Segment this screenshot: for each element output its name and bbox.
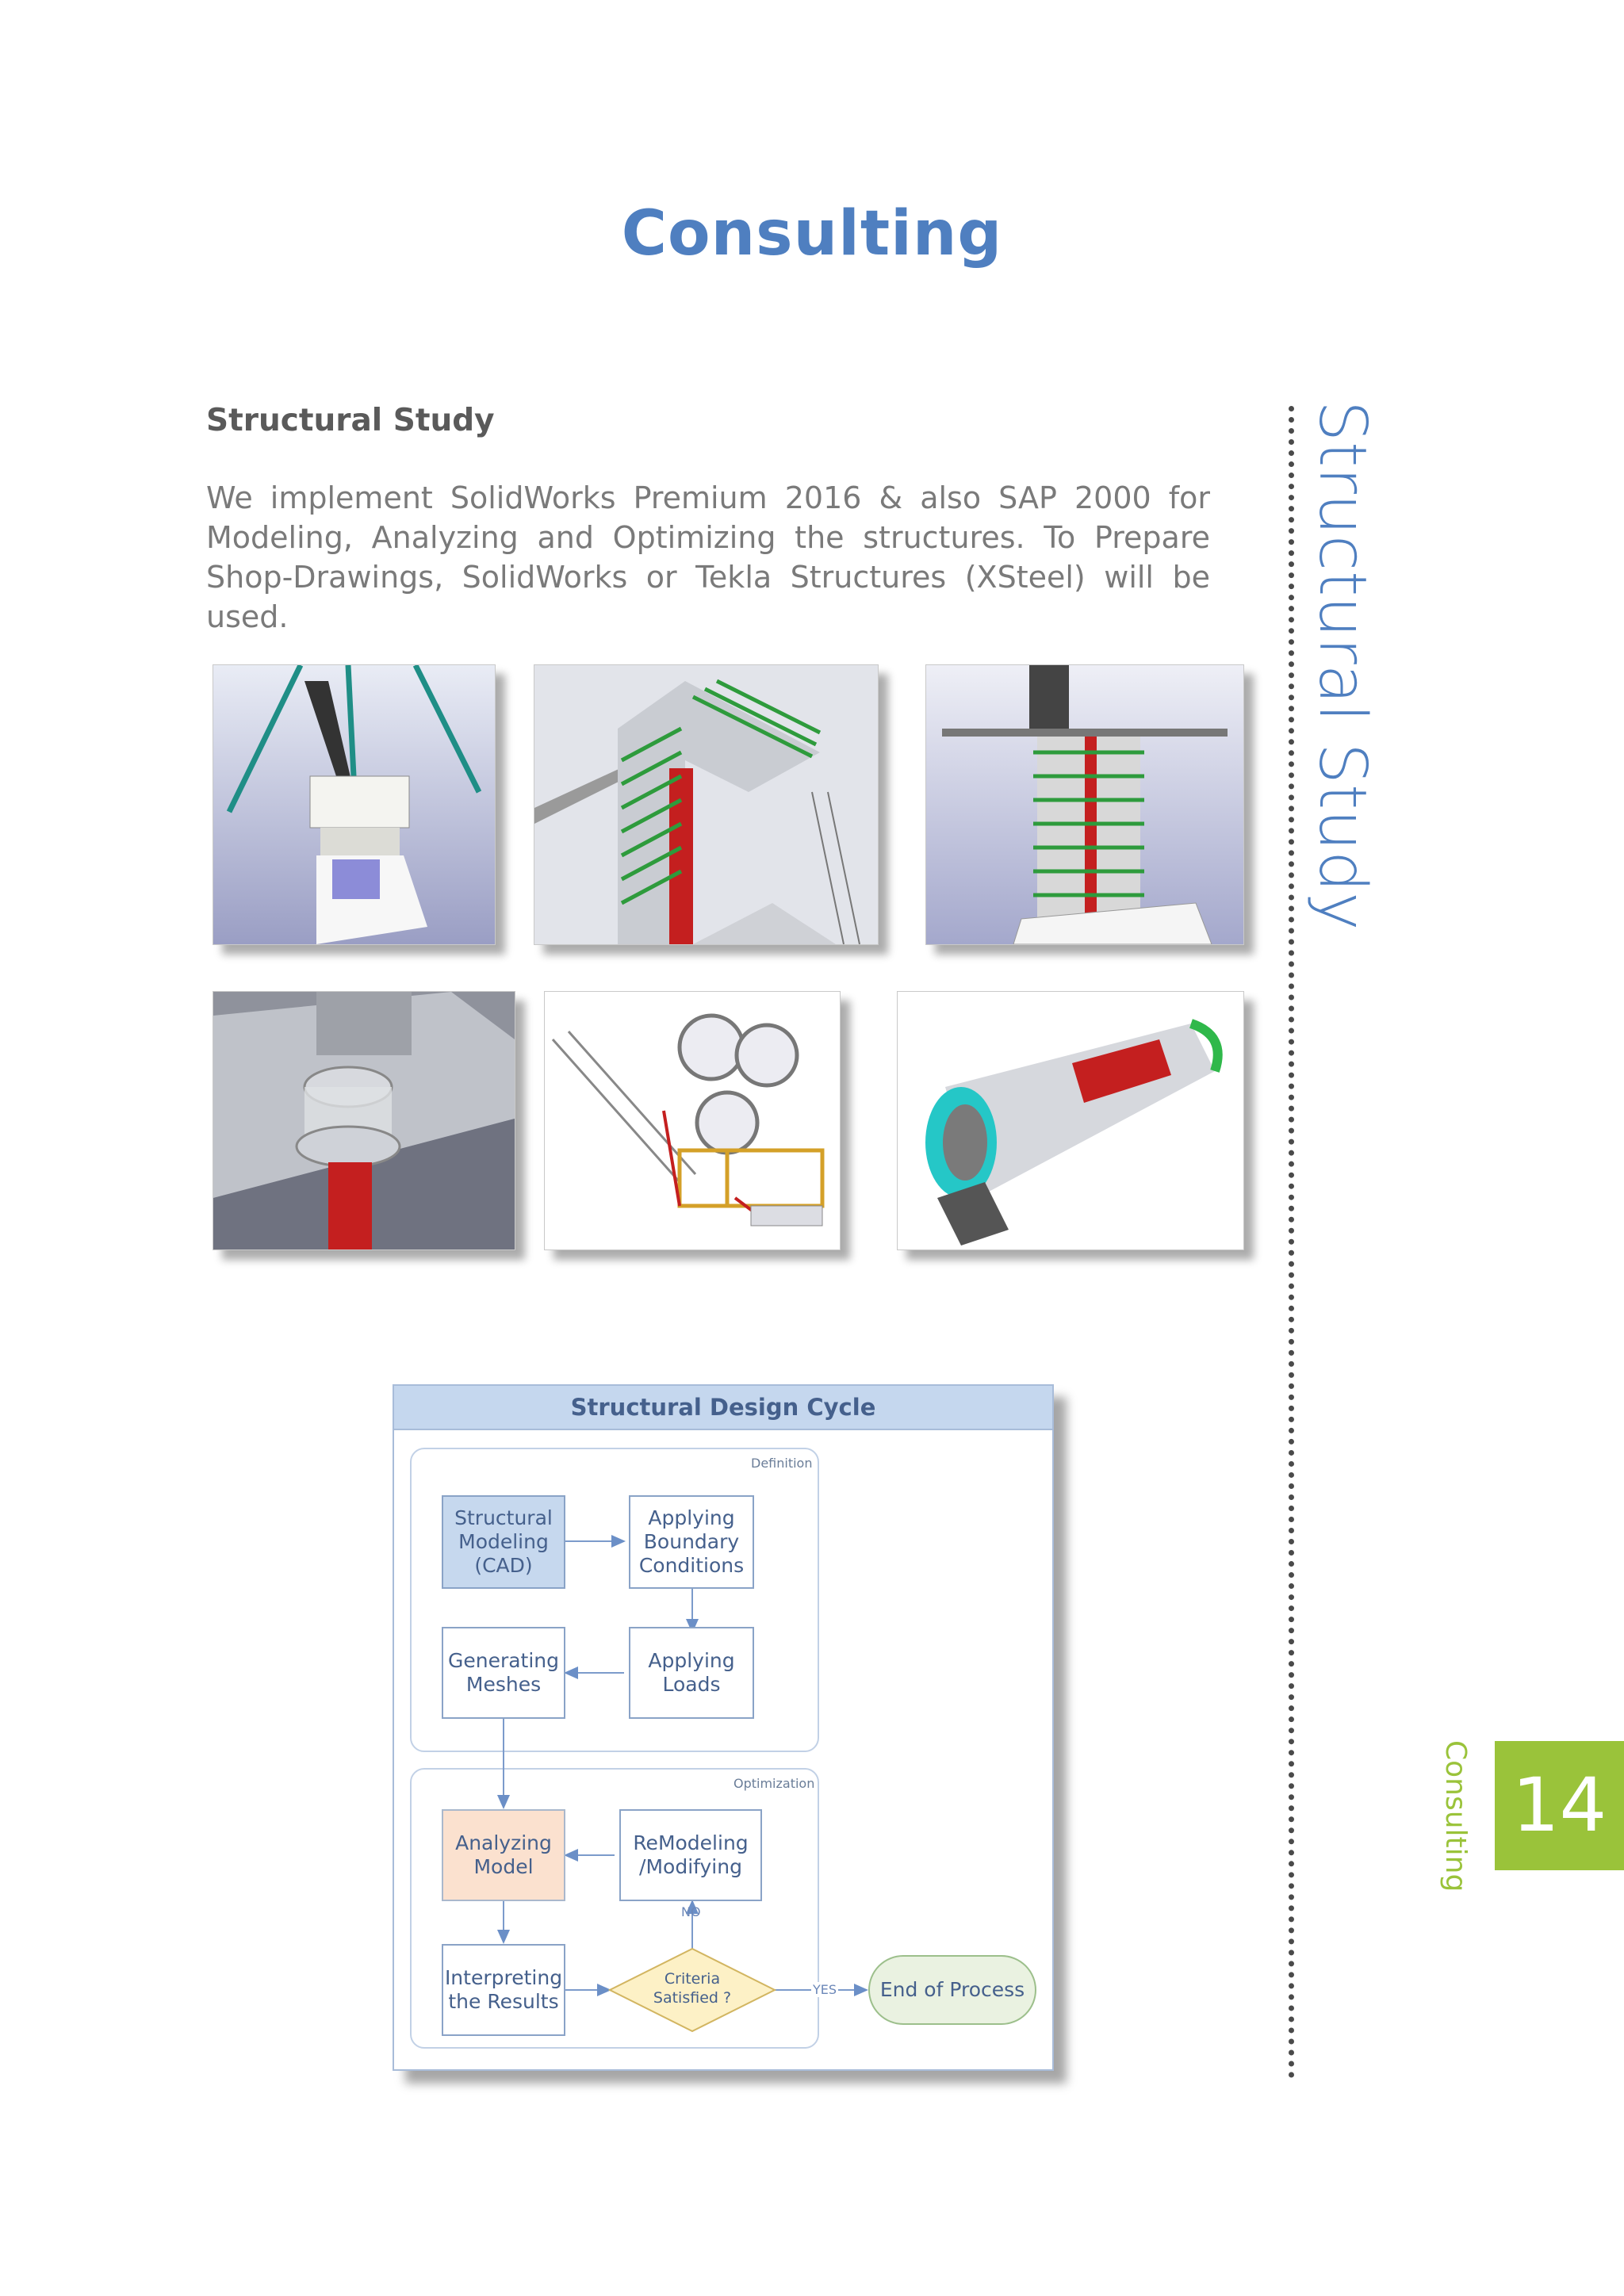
diagram-title: Structural Design Cycle bbox=[570, 1394, 876, 1421]
intro-paragraph: We implement SolidWorks Premium 2016 & a… bbox=[206, 480, 1210, 634]
node-text-line: Satisfied ? bbox=[653, 1989, 732, 2007]
node-criteria-satisfied: Criteria Satisfied ? bbox=[629, 1969, 756, 2012]
node-text-line: Applying bbox=[648, 1506, 735, 1529]
group-optimization-label: Optimization bbox=[733, 1776, 815, 1791]
node-text-line: Model bbox=[473, 1855, 534, 1878]
page-title: Consulting bbox=[621, 198, 1003, 270]
node-text-line: Meshes bbox=[465, 1673, 542, 1696]
node-text-line: Generating bbox=[447, 1649, 560, 1672]
side-title: Structural Study bbox=[1304, 400, 1380, 931]
node-text-line: Analyzing bbox=[455, 1831, 552, 1854]
render-image-pipe-section bbox=[897, 991, 1244, 1250]
node-applying-boundary-conditions: Applying Boundary Conditions bbox=[629, 1495, 754, 1589]
node-text-line: Loads bbox=[662, 1673, 721, 1696]
page-number: 14 bbox=[1511, 1762, 1607, 1849]
node-remodeling: ReModeling /Modifying bbox=[619, 1809, 762, 1901]
section-heading: Structural Study bbox=[206, 403, 495, 438]
node-analyzing-model: Analyzing Model bbox=[442, 1809, 565, 1901]
node-text-line: Interpreting bbox=[444, 1966, 563, 1989]
render-image-piping-skid bbox=[544, 991, 841, 1250]
node-end-of-process: End of Process bbox=[868, 1955, 1036, 2025]
render-image-tripod-platform bbox=[213, 664, 496, 945]
node-text-line: (CAD) bbox=[474, 1554, 533, 1577]
node-text-line: Structural bbox=[454, 1506, 553, 1529]
flow-label-yes: YES bbox=[811, 1982, 839, 1997]
diagram-connectors bbox=[497, 1535, 868, 2033]
node-text-line: Criteria bbox=[664, 1970, 721, 1988]
render-image-ribbed-wall bbox=[534, 664, 879, 945]
page-number-badge bbox=[1495, 1741, 1624, 1870]
flow-label-no: NO bbox=[681, 1904, 701, 1919]
node-text-line: ReModeling bbox=[633, 1831, 749, 1854]
node-structural-modeling: Structural Modeling (CAD) bbox=[442, 1495, 565, 1589]
node-text-line: the Results bbox=[448, 1990, 559, 2013]
group-definition-label: Definition bbox=[751, 1456, 813, 1471]
render-image-pipe-flange bbox=[213, 991, 515, 1250]
dotted-divider bbox=[1289, 406, 1294, 2079]
diagram-title-bar bbox=[394, 1386, 1052, 1430]
side-section-label: Consulting bbox=[1439, 1740, 1472, 1892]
node-text-line: Boundary bbox=[643, 1530, 740, 1553]
node-generating-meshes: Generating Meshes bbox=[442, 1627, 565, 1719]
node-text-line: Conditions bbox=[638, 1554, 745, 1577]
node-text-line: /Modifying bbox=[639, 1855, 742, 1878]
render-image-frame-ribs bbox=[925, 664, 1244, 945]
node-interpreting-results: Interpreting the Results bbox=[442, 1944, 565, 2036]
node-text-line: Applying bbox=[648, 1649, 735, 1672]
node-text-line: Modeling bbox=[458, 1530, 549, 1553]
node-applying-loads: Applying Loads bbox=[629, 1627, 754, 1719]
structural-design-cycle-diagram: Structural Design Cycle Definition Optim… bbox=[393, 1384, 1054, 2071]
